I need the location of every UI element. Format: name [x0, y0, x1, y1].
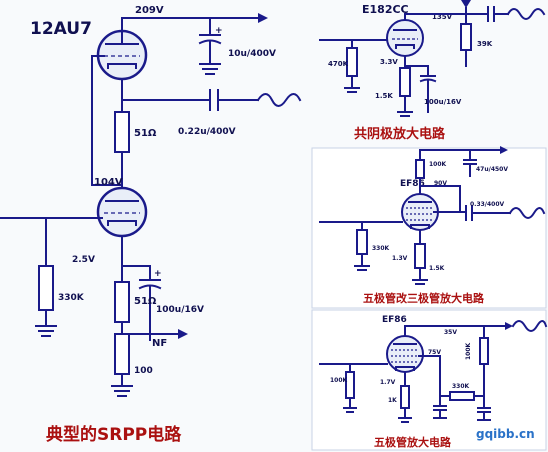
srpp-grid-resistor-label: 330K [58, 293, 85, 303]
upper-tube-icon [96, 29, 148, 81]
svg-text:+: + [215, 26, 223, 36]
srpp-cathode-capacitor: + [138, 265, 162, 341]
cc-output-capacitor [487, 6, 509, 22]
triode-title: 五极管改三极管放大电路 [363, 291, 485, 305]
triode-cathode-resistor-label: 1.5K [429, 265, 445, 272]
ground-icon [412, 279, 428, 285]
cc-load-resistor [460, 23, 472, 51]
triode-output-capacitor [465, 205, 511, 221]
srpp-bplus-arrow [258, 13, 268, 23]
triode-plate-resistor-label: 100K [429, 161, 447, 168]
triode-cathode-resistor [414, 243, 426, 269]
pentode-screen-voltage: 75V [428, 349, 441, 356]
triode-supply-cap-label: 47u/450V [476, 166, 508, 173]
cc-signal-wave-icon [506, 8, 546, 20]
srpp-nf-label: NF [152, 338, 167, 349]
cc-cathode-capacitor [419, 65, 437, 113]
cc-cathode-resistor [399, 67, 411, 97]
srpp-signal-wave-icon [256, 93, 302, 107]
cc-tube-label: E182CC [362, 3, 409, 16]
triode-grid-resistor [356, 229, 368, 255]
cc-cathode-resistor-label: 1.5K [375, 92, 393, 100]
pentode-tube-icon [401, 193, 439, 231]
pentode-cathode-voltage: 1.7V [380, 379, 396, 386]
srpp-top-resistor [114, 111, 130, 153]
srpp-mid-voltage: 104V [94, 177, 123, 188]
cc-title: 共阴极放大电路 [354, 126, 446, 142]
pentode-circuit: EF86 35V 100K 75V 330K [311, 309, 548, 451]
cc-bplus-arrow [461, 0, 471, 8]
srpp-top-resistor-label: 51Ω [134, 128, 157, 139]
cc-grid-resistor [346, 47, 358, 77]
ground-icon [111, 385, 133, 397]
cc-plate-voltage: 135V [432, 13, 453, 21]
srpp-cathode-cap-label: 100u/16V [156, 305, 204, 315]
pentode-supply-capacitor [477, 403, 491, 421]
srpp-bottom-resistor-a [114, 281, 130, 323]
watermark: gqibb.cn [476, 427, 535, 441]
srpp-title: 典型的SRPP电路 [46, 424, 182, 445]
pentode-screen-resistor [449, 391, 475, 401]
triode-plate-voltage: 90V [434, 180, 447, 187]
srpp-grid-link [91, 55, 121, 186]
triode-grid-resistor-label: 330K [372, 245, 390, 252]
triode-bplus-arrow [500, 146, 508, 154]
pentode-grid-resistor-label: 100K [330, 377, 348, 384]
triode-tube-label: EF86 [400, 179, 425, 189]
svg-text:+: + [154, 269, 162, 279]
srpp-bottom-resistor-b [114, 333, 130, 375]
pentode-title: 五极管放大电路 [374, 435, 452, 449]
pentode-bplus-arrow [505, 322, 513, 330]
common-cathode-circuit: E182CC 135V 39K 470K [319, 0, 546, 142]
pentode-tube-icon [386, 335, 424, 373]
triode-plate-resistor [415, 159, 425, 179]
ground-icon [344, 87, 360, 93]
srpp-grid-resistor [38, 265, 54, 311]
cc-grid-resistor-label: 470K [328, 60, 349, 68]
srpp-output-capacitor [209, 89, 259, 111]
triode-output-cap-label: 0.33/400V [470, 201, 505, 208]
pentode-signal-wave-icon [511, 320, 548, 332]
srpp-supply-cap-label: 10u/400V [228, 49, 276, 59]
cc-tube-icon [386, 19, 424, 57]
pentode-grid-resistor [345, 371, 355, 399]
ground-icon [343, 407, 357, 413]
pentode-plate-resistor-label: 100K [465, 342, 472, 360]
lower-tube-icon [96, 186, 148, 238]
ground-icon [397, 111, 413, 117]
ground-icon [398, 417, 412, 423]
srpp-bottom-resistor-b-label: 100 [134, 366, 153, 376]
triode-supply-capacitor [463, 149, 477, 177]
triode-signal-wave-icon [508, 207, 546, 219]
pentode-plate-voltage: 35V [444, 329, 457, 336]
cc-cathode-voltage: 3.3V [380, 58, 398, 66]
ground-icon [35, 325, 57, 337]
srpp-supply-capacitor: + [198, 17, 223, 65]
pentode-screen-capacitor [433, 395, 447, 419]
pentode-tube-label: EF86 [382, 315, 407, 325]
srpp-output-cap-label: 0.22u/400V [178, 127, 236, 137]
cc-load-resistor-label: 39K [477, 40, 493, 48]
srpp-circuit: 12AU7 209V + 10u/400V [0, 5, 302, 445]
srpp-nf-arrow [178, 329, 188, 339]
pentode-cathode-resistor-label: 1K [388, 397, 397, 404]
triode-connected-pentode-circuit: EF86 100K 47u/450V 90V [311, 146, 547, 309]
cc-cathode-cap-label: 100u/16V [424, 98, 462, 106]
ground-icon [199, 63, 221, 75]
pentode-cathode-resistor [400, 385, 410, 409]
triode-cathode-voltage: 1.3V [392, 255, 408, 262]
srpp-cathode-voltage: 2.5V [72, 255, 95, 265]
srpp-bottom-resistor-a-label: 51Ω [134, 296, 157, 307]
srpp-top-voltage: 209V [135, 5, 164, 16]
pentode-plate-resistor [479, 337, 489, 365]
ground-icon [354, 265, 370, 271]
pentode-screen-resistor-label: 330K [452, 383, 470, 390]
srpp-tube-label: 12AU7 [30, 19, 92, 39]
